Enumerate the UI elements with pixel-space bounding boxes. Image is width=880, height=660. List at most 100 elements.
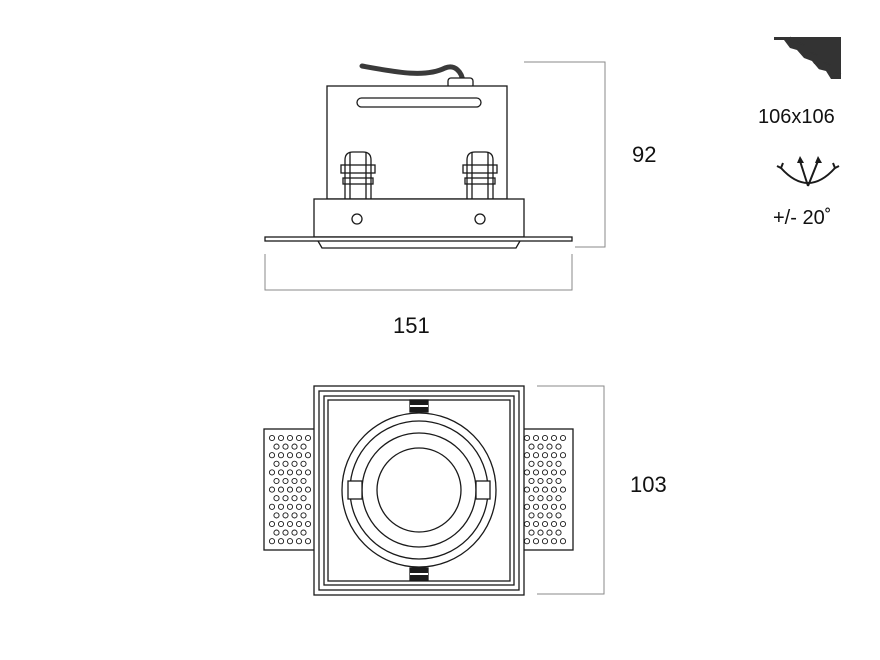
perforation-hole [295,538,303,545]
frame-recess [323,395,515,586]
screw-hole-left [351,213,363,225]
perforation-hole [546,460,553,467]
perforation-hole [268,486,276,493]
perforation-hole [282,529,289,536]
perforation-hole [537,477,544,485]
side-dimension-lines [264,61,606,291]
perforation-hole [541,520,549,528]
perforation-hole [300,443,307,450]
perforation-hole [273,460,280,467]
perforation-holes-right [523,434,567,545]
perforation-hole [286,469,294,476]
perforation-hole [559,486,567,493]
perforation-hole [277,503,285,510]
perforation-hole [528,443,535,450]
gimbal-tab-left [347,480,363,500]
perforation-hole [541,486,549,493]
perforation-hole [550,503,558,510]
housing-body [313,198,525,238]
dimension-label-92: 92 [632,142,656,167]
perforation-hole [268,538,276,545]
perforation-hole [528,529,535,536]
perforation-hole [550,469,558,476]
perforation-hole [550,434,558,442]
perforation-hole [546,495,553,502]
perforation-hole [559,434,567,442]
perforation-hole [304,452,312,459]
perforation-hole [550,520,558,528]
perforation-hole [555,460,562,467]
perforation-hole [291,443,298,450]
perforation-hole [532,452,540,459]
perforated-tab-left [263,428,320,551]
spring-clip-left [340,151,376,200]
perforation-hole [282,443,289,450]
perforation-hole [304,469,312,476]
lens [376,447,462,533]
power-cable [359,63,466,85]
perforation-hole [291,477,298,485]
screw-hole-right [474,213,486,225]
perforation-hole [559,469,567,476]
perforation-hole [550,538,558,545]
perforation-hole [286,503,294,510]
ceiling-cutout-icon [774,36,842,79]
perforation-hole [286,434,294,442]
perforation-hole [300,477,307,485]
perforation-hole [532,538,540,545]
perforation-hole [555,495,562,502]
perforation-hole [273,495,280,502]
perforation-hole [273,477,280,485]
perforation-hole [532,520,540,528]
spring-clip-right [462,151,498,200]
perforation-hole [541,434,549,442]
dimension-label-103: 103 [630,472,667,497]
perforation-hole [304,520,312,528]
gimbal-tab-right [475,480,491,500]
perforation-hole [286,486,294,493]
perforation-hole [532,503,540,510]
perforation-hole [277,469,285,476]
top-view [263,385,574,596]
perforation-hole [295,503,303,510]
frame-inner-edge [318,390,520,591]
perforation-hole [528,495,535,502]
perforation-hole [555,477,562,485]
perforation-hole [286,452,294,459]
perforation-hole [282,477,289,485]
perforation-hole [300,460,307,467]
perforation-hole [304,538,312,545]
perforation-hole [559,452,567,459]
perforation-hole [541,538,549,545]
perforation-hole [300,495,307,502]
perforation-hole [277,486,285,493]
outer-ring [341,412,497,568]
perforation-hole [268,469,276,476]
width-dimension-151 [264,254,573,291]
tilt-arrows-icon [776,156,840,187]
perforation-hole [286,538,294,545]
perforation-hole [546,443,553,450]
perforation-hole [295,520,303,528]
perforation-hole [277,452,285,459]
perforation-hole [282,512,289,519]
perforation-hole [532,434,540,442]
perforation-hole [537,529,544,536]
perforation-hole [546,477,553,485]
cutout-size-label: 106x106 [758,106,835,128]
perforation-hole [537,443,544,450]
perforation-hole [559,503,567,510]
perforation-hole [532,469,540,476]
side-view [264,63,573,249]
perforation-hole [555,512,562,519]
perforation-hole [291,529,298,536]
perforation-hole [304,434,312,442]
perforation-hole [528,477,535,485]
perforation-hole [528,512,535,519]
perforation-hole [268,503,276,510]
perforation-hole [268,452,276,459]
perforation-hole [295,469,303,476]
perforation-hole [300,512,307,519]
driver-box [326,85,508,200]
perforation-hole [550,452,558,459]
